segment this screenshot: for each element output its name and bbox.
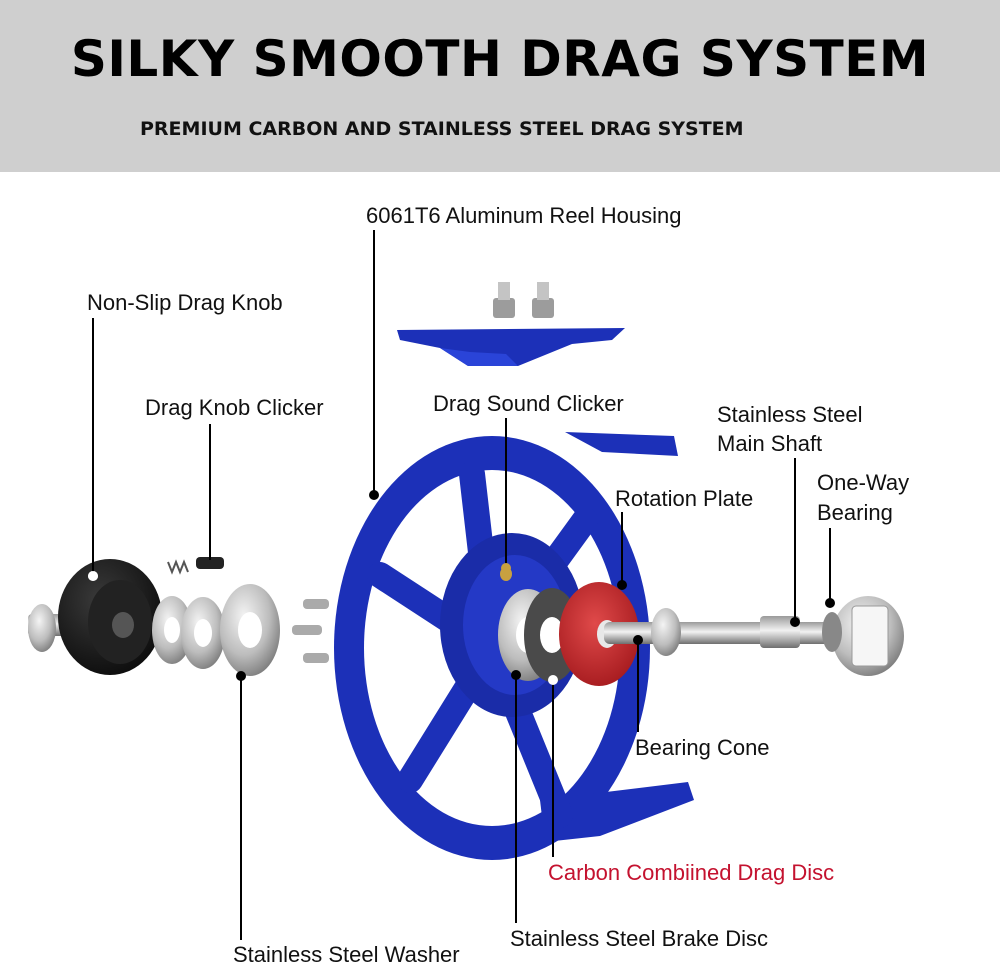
one-way-bearing-leader-dot	[825, 598, 835, 608]
label-carbon-disc: Carbon Combiined Drag Disc	[548, 860, 835, 885]
sound-clicker-leader-dot	[501, 563, 511, 573]
page-title: SILKY SMOOTH DRAG SYSTEM	[70, 30, 930, 88]
label-one-way-line1: One-Way	[817, 470, 910, 495]
bearing-cone-leader-dot	[633, 635, 643, 645]
leader-dots	[88, 490, 835, 685]
label-drag-knob: Non-Slip Drag Knob	[87, 290, 283, 315]
main-shaft-assembly	[604, 596, 904, 676]
label-knob-clicker: Drag Knob Clicker	[145, 395, 324, 420]
drag-knob-assembly	[28, 557, 280, 676]
housing-leader-dot	[369, 490, 379, 500]
label-brake-disc: Stainless Steel Brake Disc	[510, 926, 768, 951]
label-rotation-plate: Rotation Plate	[615, 486, 754, 511]
page-subtitle: PREMIUM CARBON AND STAINLESS STEEL DRAG …	[140, 118, 744, 140]
label-reel-housing: 6061T6 Aluminum Reel Housing	[366, 203, 682, 228]
label-sound-clicker: Drag Sound Clicker	[433, 391, 624, 416]
label-one-way-line2: Bearing	[817, 500, 893, 525]
label-main-shaft-line1: Stainless Steel	[717, 402, 863, 427]
header-banner: SILKY SMOOTH DRAG SYSTEM PREMIUM CARBON …	[0, 0, 1000, 172]
drag-knob-leader-dot	[88, 571, 98, 581]
reel-frame	[292, 432, 694, 860]
housing-plate	[397, 282, 625, 366]
leader-lines	[92, 230, 831, 940]
main-shaft-leader-dot	[790, 617, 800, 627]
reel-exploded-diagram	[28, 230, 904, 940]
carbon-disc-leader-dot	[548, 675, 558, 685]
washer-leader-dot	[236, 671, 246, 681]
label-washer: Stainless Steel Washer	[233, 942, 460, 967]
rotation-plate-leader-dot	[617, 580, 627, 590]
label-bearing-cone: Bearing Cone	[635, 735, 770, 760]
label-main-shaft-line2: Main Shaft	[717, 431, 823, 456]
drag-disc-stack	[498, 582, 639, 686]
brake-disc-leader-dot	[511, 670, 521, 680]
